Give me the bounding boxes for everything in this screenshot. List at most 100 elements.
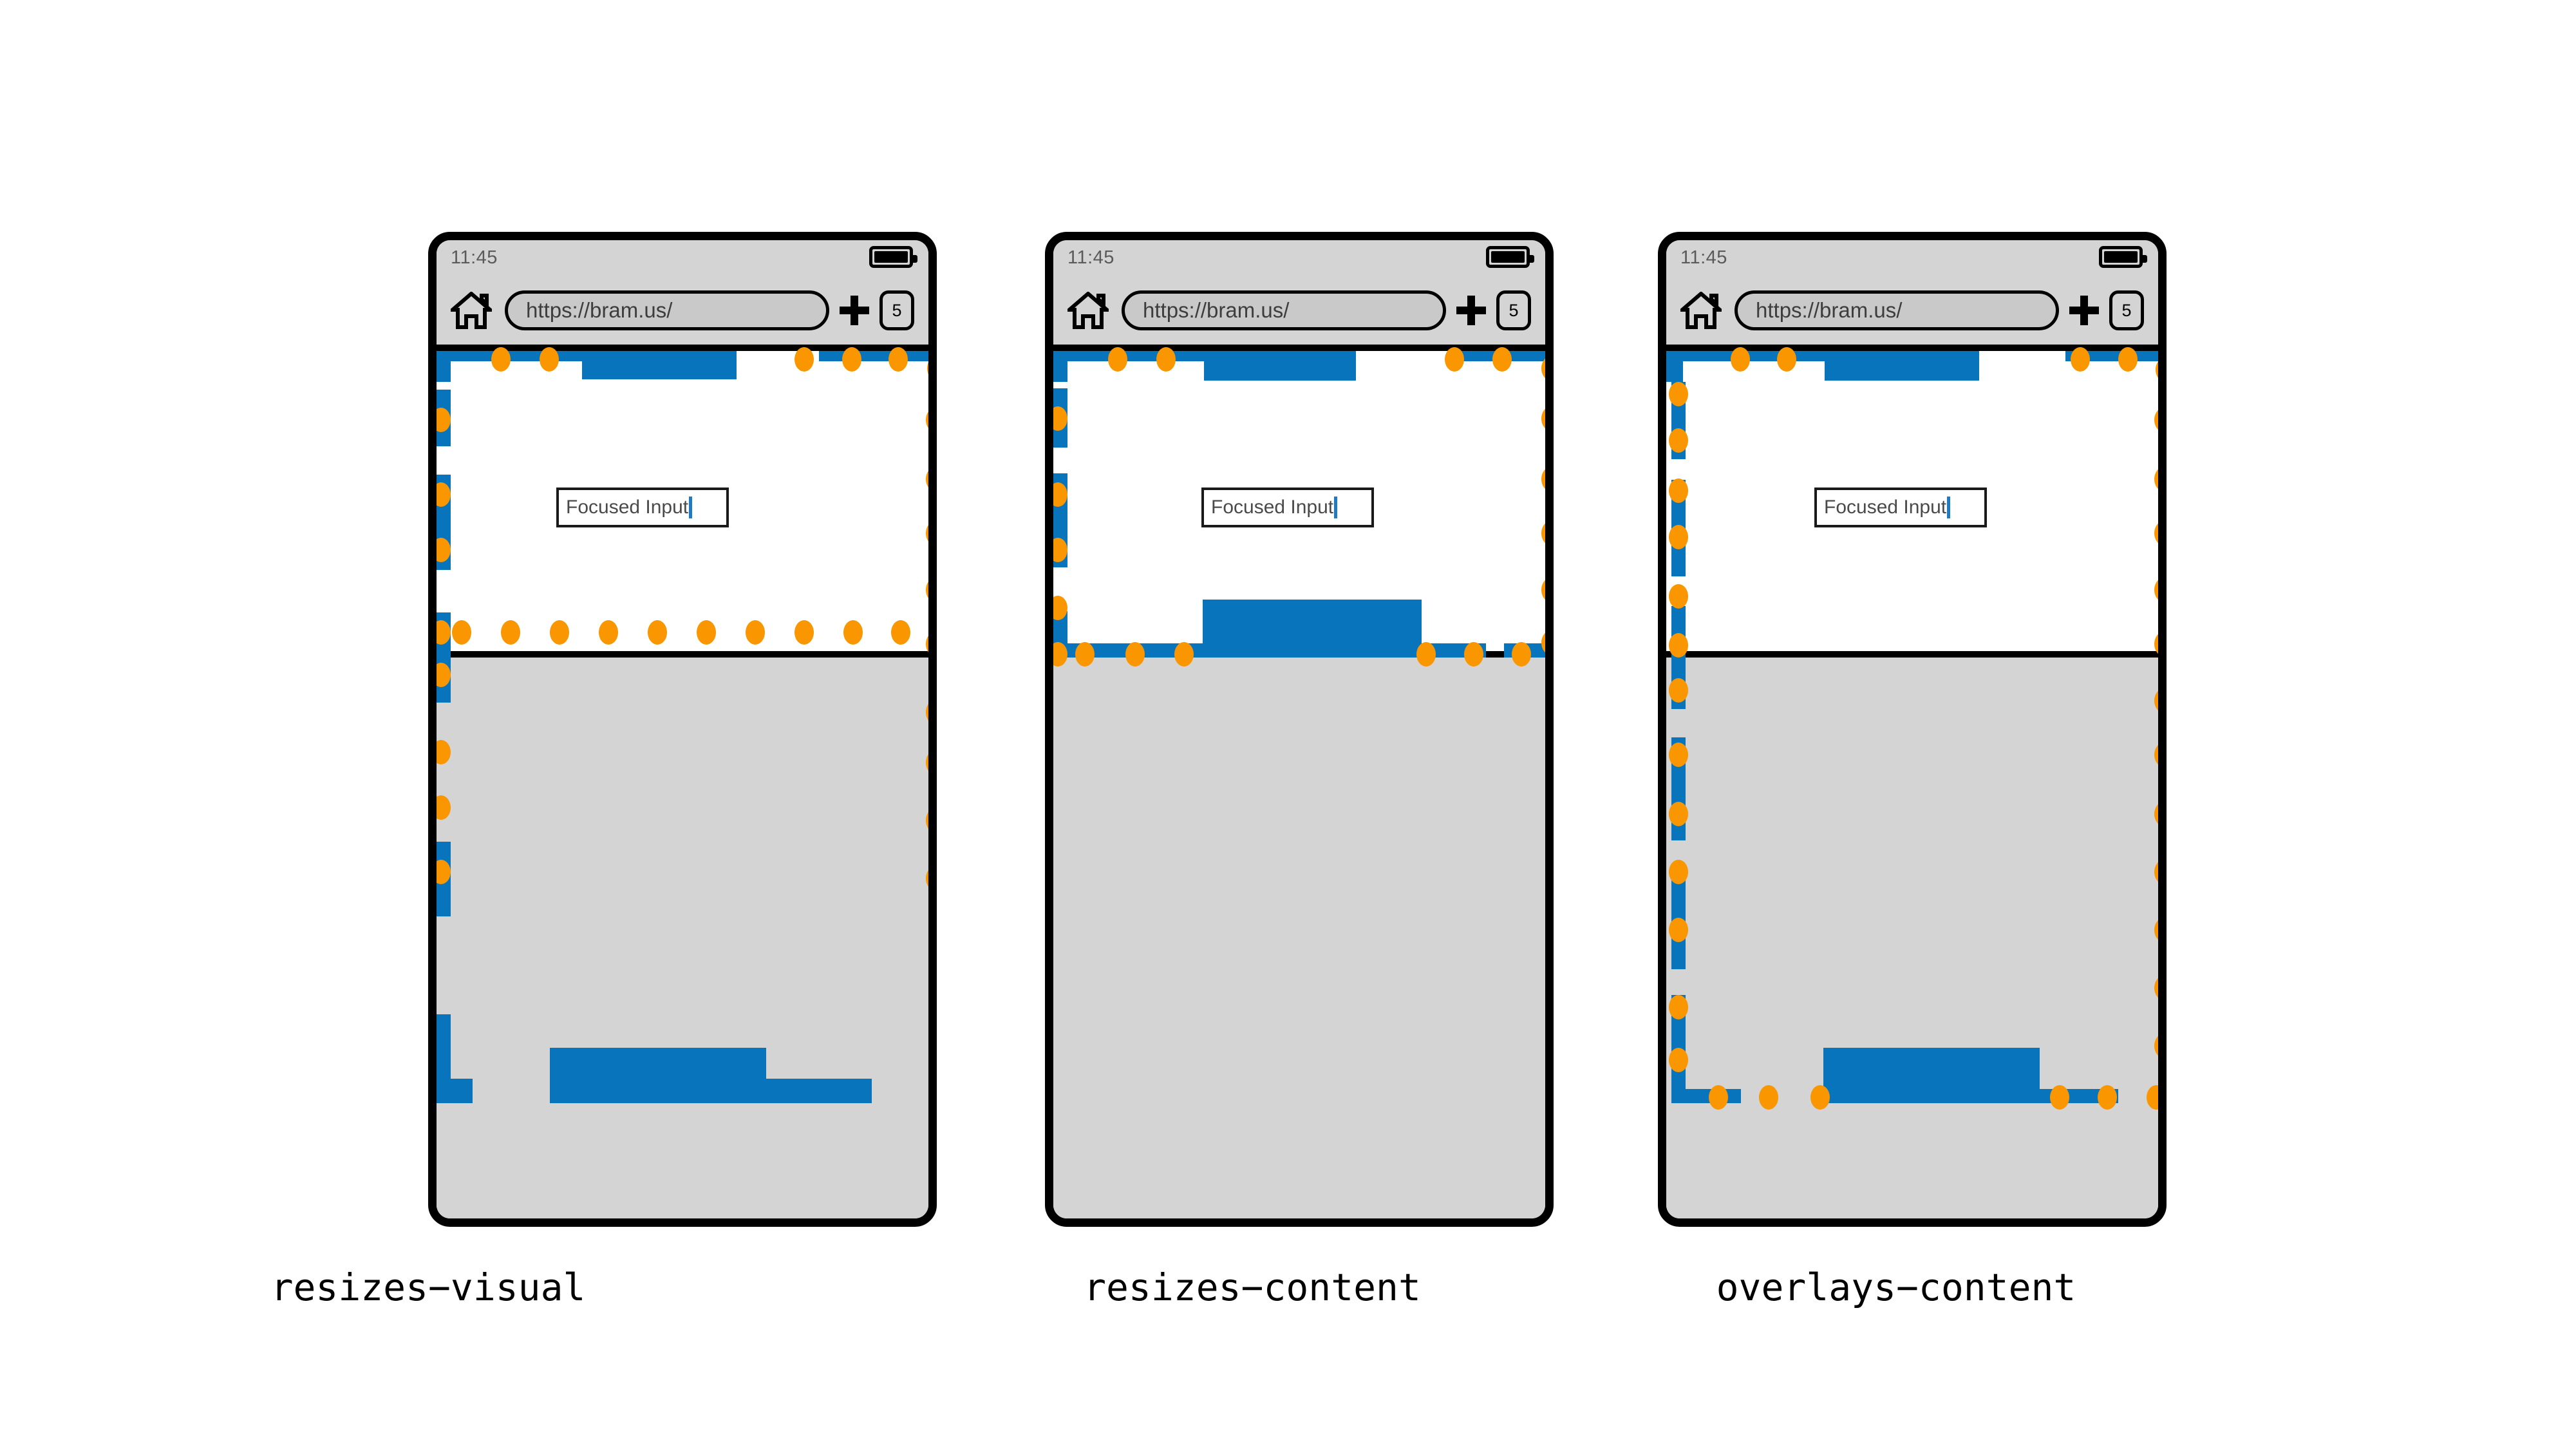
edge-marker-dot (2154, 918, 2158, 942)
edge-marker-dot (1669, 428, 1688, 453)
edge-marker-dot (2154, 521, 2158, 545)
caption-overlays-content: overlays−content (1716, 1265, 2076, 1309)
status-bar: 11:45 (1053, 240, 1545, 276)
edge-marker-dot (1731, 347, 1750, 372)
edge-marker-dot (437, 663, 451, 687)
caption-resizes-content: resizes−content (1084, 1265, 1421, 1309)
edge-marker-dot (550, 620, 569, 645)
viewport-edge-segment (1548, 576, 1554, 658)
plus-icon[interactable] (840, 296, 869, 325)
edge-marker-dot (1669, 382, 1688, 406)
url-bar[interactable]: https://bram.us/ (1122, 290, 1446, 330)
edge-marker-dot (2154, 1034, 2158, 1058)
edge-marker-dot (1125, 642, 1145, 667)
edge-marker-dot (1156, 347, 1176, 372)
edge-marker-dot (2154, 743, 2158, 767)
edge-marker-dot (437, 620, 451, 645)
status-bar: 11:45 (437, 240, 928, 276)
edge-marker-dot (926, 521, 928, 545)
edge-marker-dot (926, 467, 928, 491)
tab-count-button[interactable]: 5 (879, 290, 914, 330)
edge-marker-dot (1512, 642, 1531, 667)
focused-input[interactable]: Focused Input (1814, 488, 1987, 527)
edge-marker-dot (926, 808, 928, 833)
text-caret (1947, 497, 1951, 518)
edge-marker-dot (746, 620, 765, 645)
viewport-edge-segment (2161, 576, 2167, 679)
edge-marker-dot (1669, 678, 1688, 703)
home-icon[interactable] (1677, 291, 1725, 329)
edge-marker-dot (437, 795, 451, 820)
edge-marker-dot (794, 620, 814, 645)
viewport-edge-segment (1548, 351, 1554, 381)
edge-marker-dot (1053, 406, 1067, 431)
edge-marker-dot (2098, 1085, 2117, 1110)
edge-marker-dot (2118, 347, 2138, 372)
viewport-edge-segment (1053, 351, 1214, 361)
plus-icon[interactable] (2069, 296, 2099, 325)
viewport-edge-segment (1825, 351, 1979, 381)
focused-input-value: Focused Input (1211, 497, 1334, 518)
virtual-keyboard[interactable] (1053, 658, 1545, 1218)
viewport-edge-segment (931, 576, 937, 679)
phone-frame: 11:45 https://bram.us/ 5 (1658, 232, 2167, 1227)
phone-figure-resizes-visual: 11:45 https://bram.us/ 5 (428, 232, 937, 1227)
url-bar[interactable]: https://bram.us/ (1735, 290, 2059, 330)
tab-count-button[interactable]: 5 (1496, 290, 1531, 330)
url-text: https://bram.us/ (1143, 298, 1290, 322)
edge-marker-dot (843, 620, 863, 645)
focused-input[interactable]: Focused Input (1201, 488, 1374, 527)
home-icon[interactable] (1064, 291, 1113, 329)
edge-marker-dot (540, 347, 559, 372)
edge-marker-dot (888, 347, 908, 372)
edge-marker-dot (437, 860, 451, 884)
page-viewport: Focused Input (1666, 347, 2158, 1218)
edge-marker-dot (1541, 521, 1545, 545)
url-bar[interactable]: https://bram.us/ (505, 290, 829, 330)
viewport-edge-segment (437, 1014, 451, 1079)
tab-count-button[interactable]: 5 (2109, 290, 2144, 330)
viewport-edge-segment (819, 351, 928, 361)
status-clock: 11:45 (1680, 247, 1727, 268)
battery-full-icon (1486, 246, 1534, 268)
edge-marker-dot (1541, 356, 1545, 381)
viewport-edge-segment (1203, 600, 1422, 658)
viewport-edge-segment (582, 351, 737, 379)
browser-toolbar: https://bram.us/ 5 (437, 276, 928, 345)
browser-chrome: 11:45 https://bram.us/ 5 (1053, 240, 1545, 351)
edge-marker-dot (1541, 467, 1545, 491)
viewport-edge-segment (1666, 351, 1683, 382)
focused-input-value: Focused Input (566, 497, 689, 518)
phone-figure-resizes-content: 11:45 https://bram.us/ 5 (1045, 232, 1554, 1227)
edge-marker-dot (1669, 525, 1688, 549)
edge-marker-dot (491, 347, 511, 372)
plus-icon[interactable] (1456, 296, 1486, 325)
edge-marker-dot (452, 620, 471, 645)
edge-marker-dot (437, 740, 451, 764)
edge-marker-dot (1174, 642, 1194, 667)
virtual-keyboard[interactable] (1666, 658, 2158, 1218)
edge-marker-dot (1416, 642, 1436, 667)
text-caret (1334, 497, 1338, 518)
status-clock: 11:45 (451, 247, 498, 268)
edge-marker-dot (1108, 347, 1127, 372)
status-bar: 11:45 (1666, 240, 2158, 276)
edge-marker-dot (437, 538, 451, 562)
edge-marker-dot (2154, 467, 2158, 491)
edge-marker-dot (2154, 860, 2158, 884)
page-viewport: Focused Input (1053, 347, 1545, 1218)
edge-marker-dot (1669, 1048, 1688, 1072)
home-icon[interactable] (447, 291, 496, 329)
focused-input[interactable]: Focused Input (556, 488, 729, 527)
edge-marker-dot (926, 700, 928, 724)
edge-marker-dot (437, 482, 451, 507)
viewport-edge-segment (2161, 441, 2167, 548)
edge-marker-dot (1669, 743, 1688, 767)
edge-marker-dot (1445, 347, 1464, 372)
edge-marker-dot (1777, 347, 1796, 372)
edge-marker-dot (842, 347, 861, 372)
edge-marker-dot (794, 347, 814, 372)
edge-marker-dot (1541, 406, 1545, 431)
virtual-keyboard[interactable] (437, 658, 928, 1218)
edge-marker-dot (926, 578, 928, 602)
